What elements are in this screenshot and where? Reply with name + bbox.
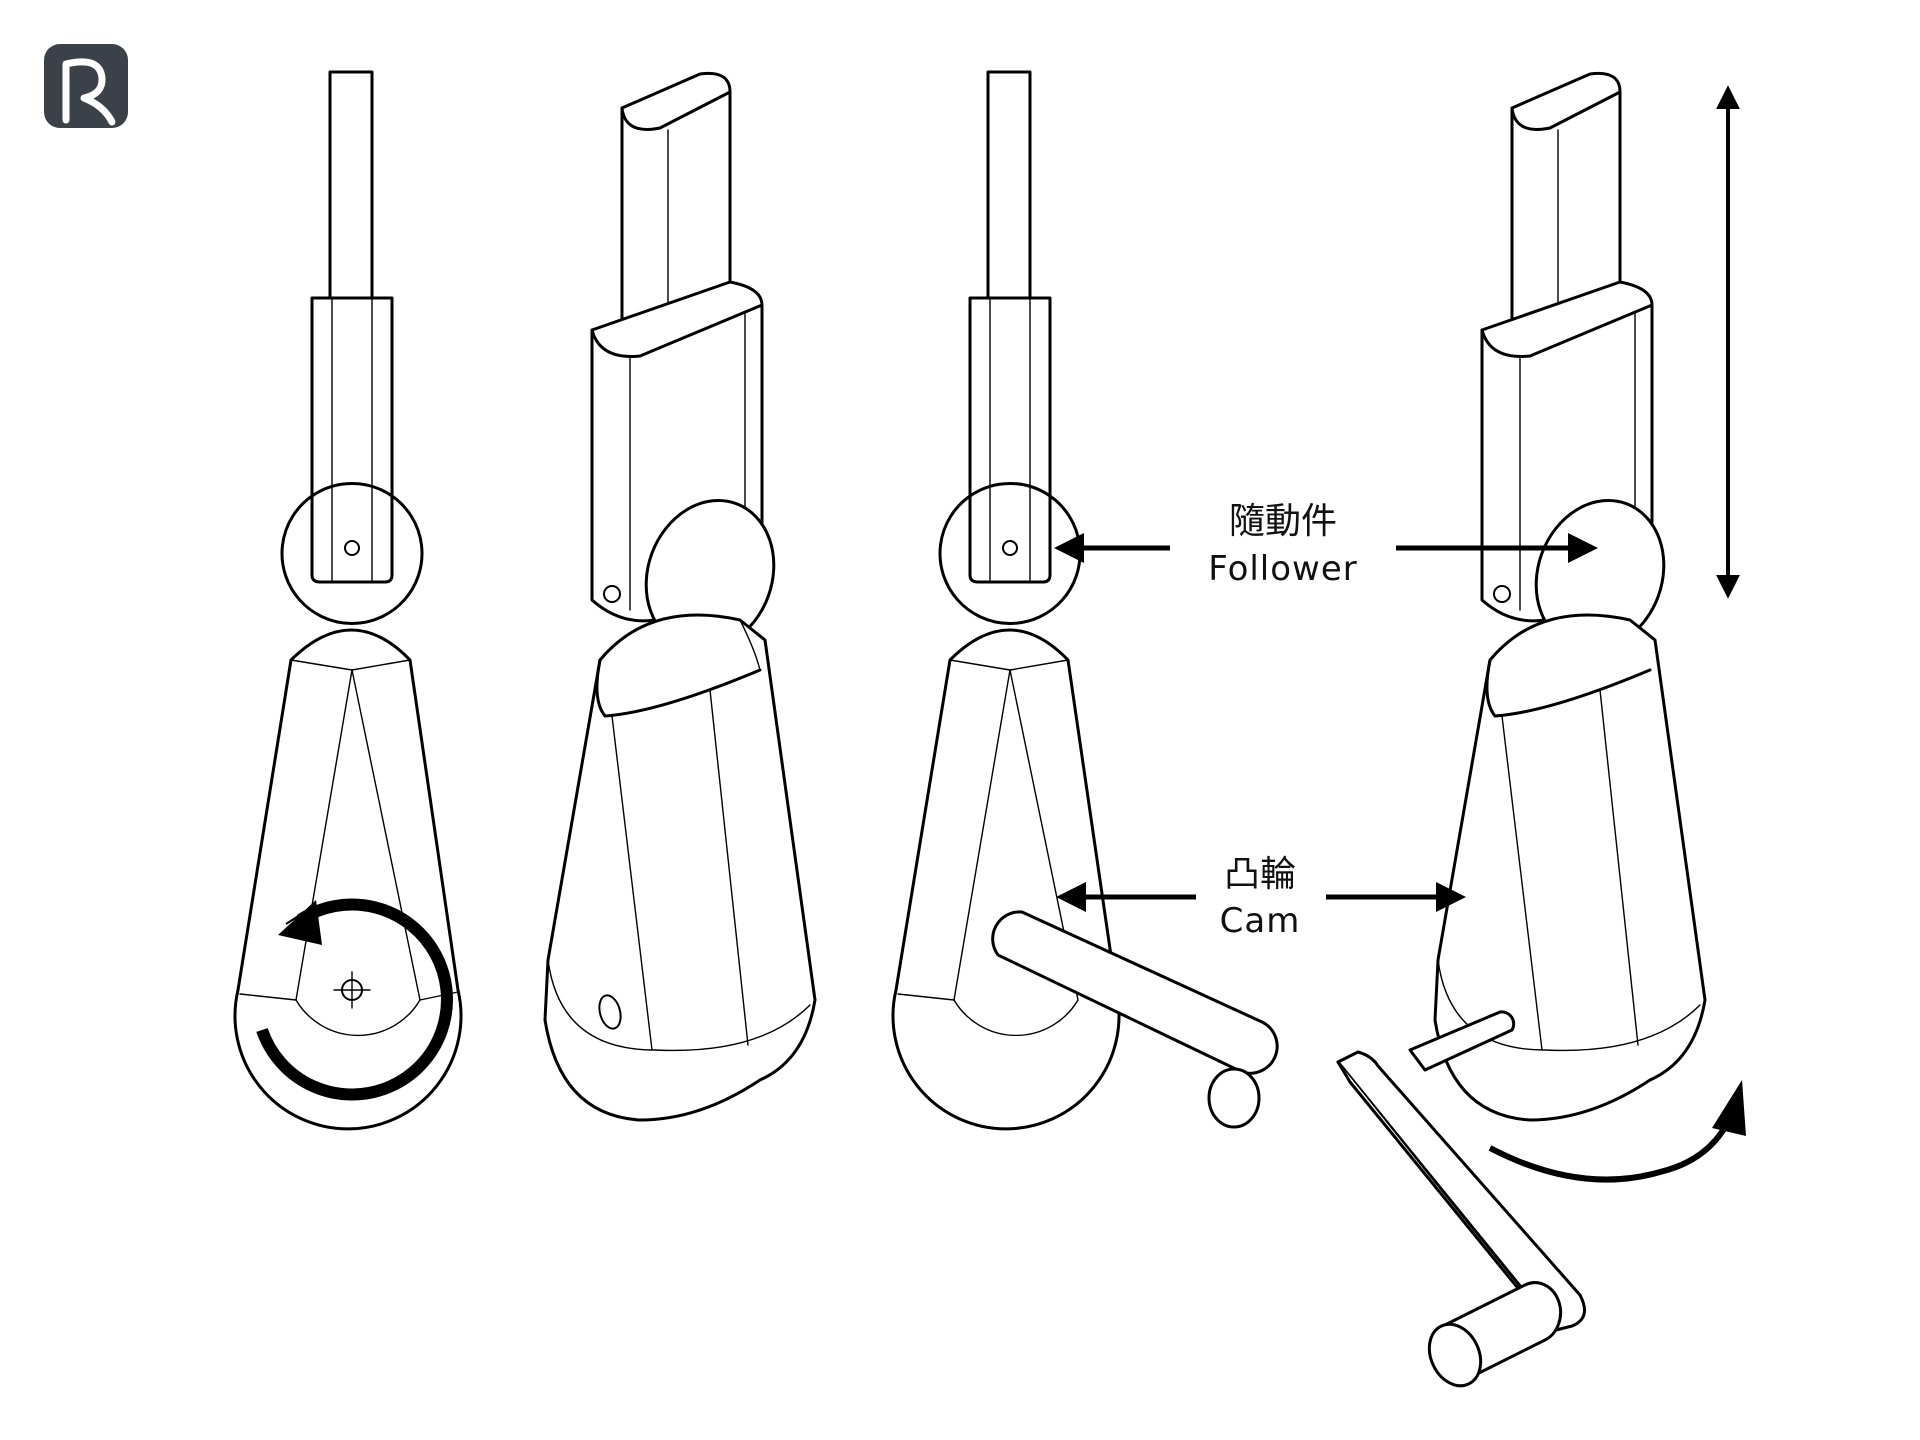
cam-front-2 bbox=[891, 628, 1121, 1131]
cam-iso bbox=[543, 613, 817, 1122]
cam-label-zh: 凸輪 bbox=[1224, 854, 1296, 895]
follower-label-en: Follower bbox=[1208, 549, 1358, 589]
follower-rod-front-2 bbox=[968, 70, 1052, 584]
cam-iso-2 bbox=[1433, 613, 1707, 1122]
brand-logo bbox=[44, 44, 128, 128]
follower-rod-front bbox=[310, 70, 394, 584]
crank-assembly bbox=[1336, 1010, 1586, 1388]
rotation-arrow-curved-icon bbox=[1488, 1080, 1746, 1183]
cam-front bbox=[233, 628, 463, 1131]
crank-handle bbox=[991, 910, 1279, 1129]
rotation-arrow-icon bbox=[256, 898, 453, 1101]
follower-rod-iso bbox=[620, 71, 732, 345]
follower-label-zh: 隨動件 bbox=[1229, 501, 1337, 542]
figure-4-isometric-crank bbox=[1336, 71, 1746, 1388]
cam-label-en: Cam bbox=[1220, 901, 1301, 941]
figure-2-isometric-view bbox=[543, 71, 817, 1122]
figure-3-front-view-crank bbox=[891, 70, 1279, 1131]
figure-1-front-view bbox=[233, 70, 463, 1131]
roller-front bbox=[280, 482, 424, 625]
